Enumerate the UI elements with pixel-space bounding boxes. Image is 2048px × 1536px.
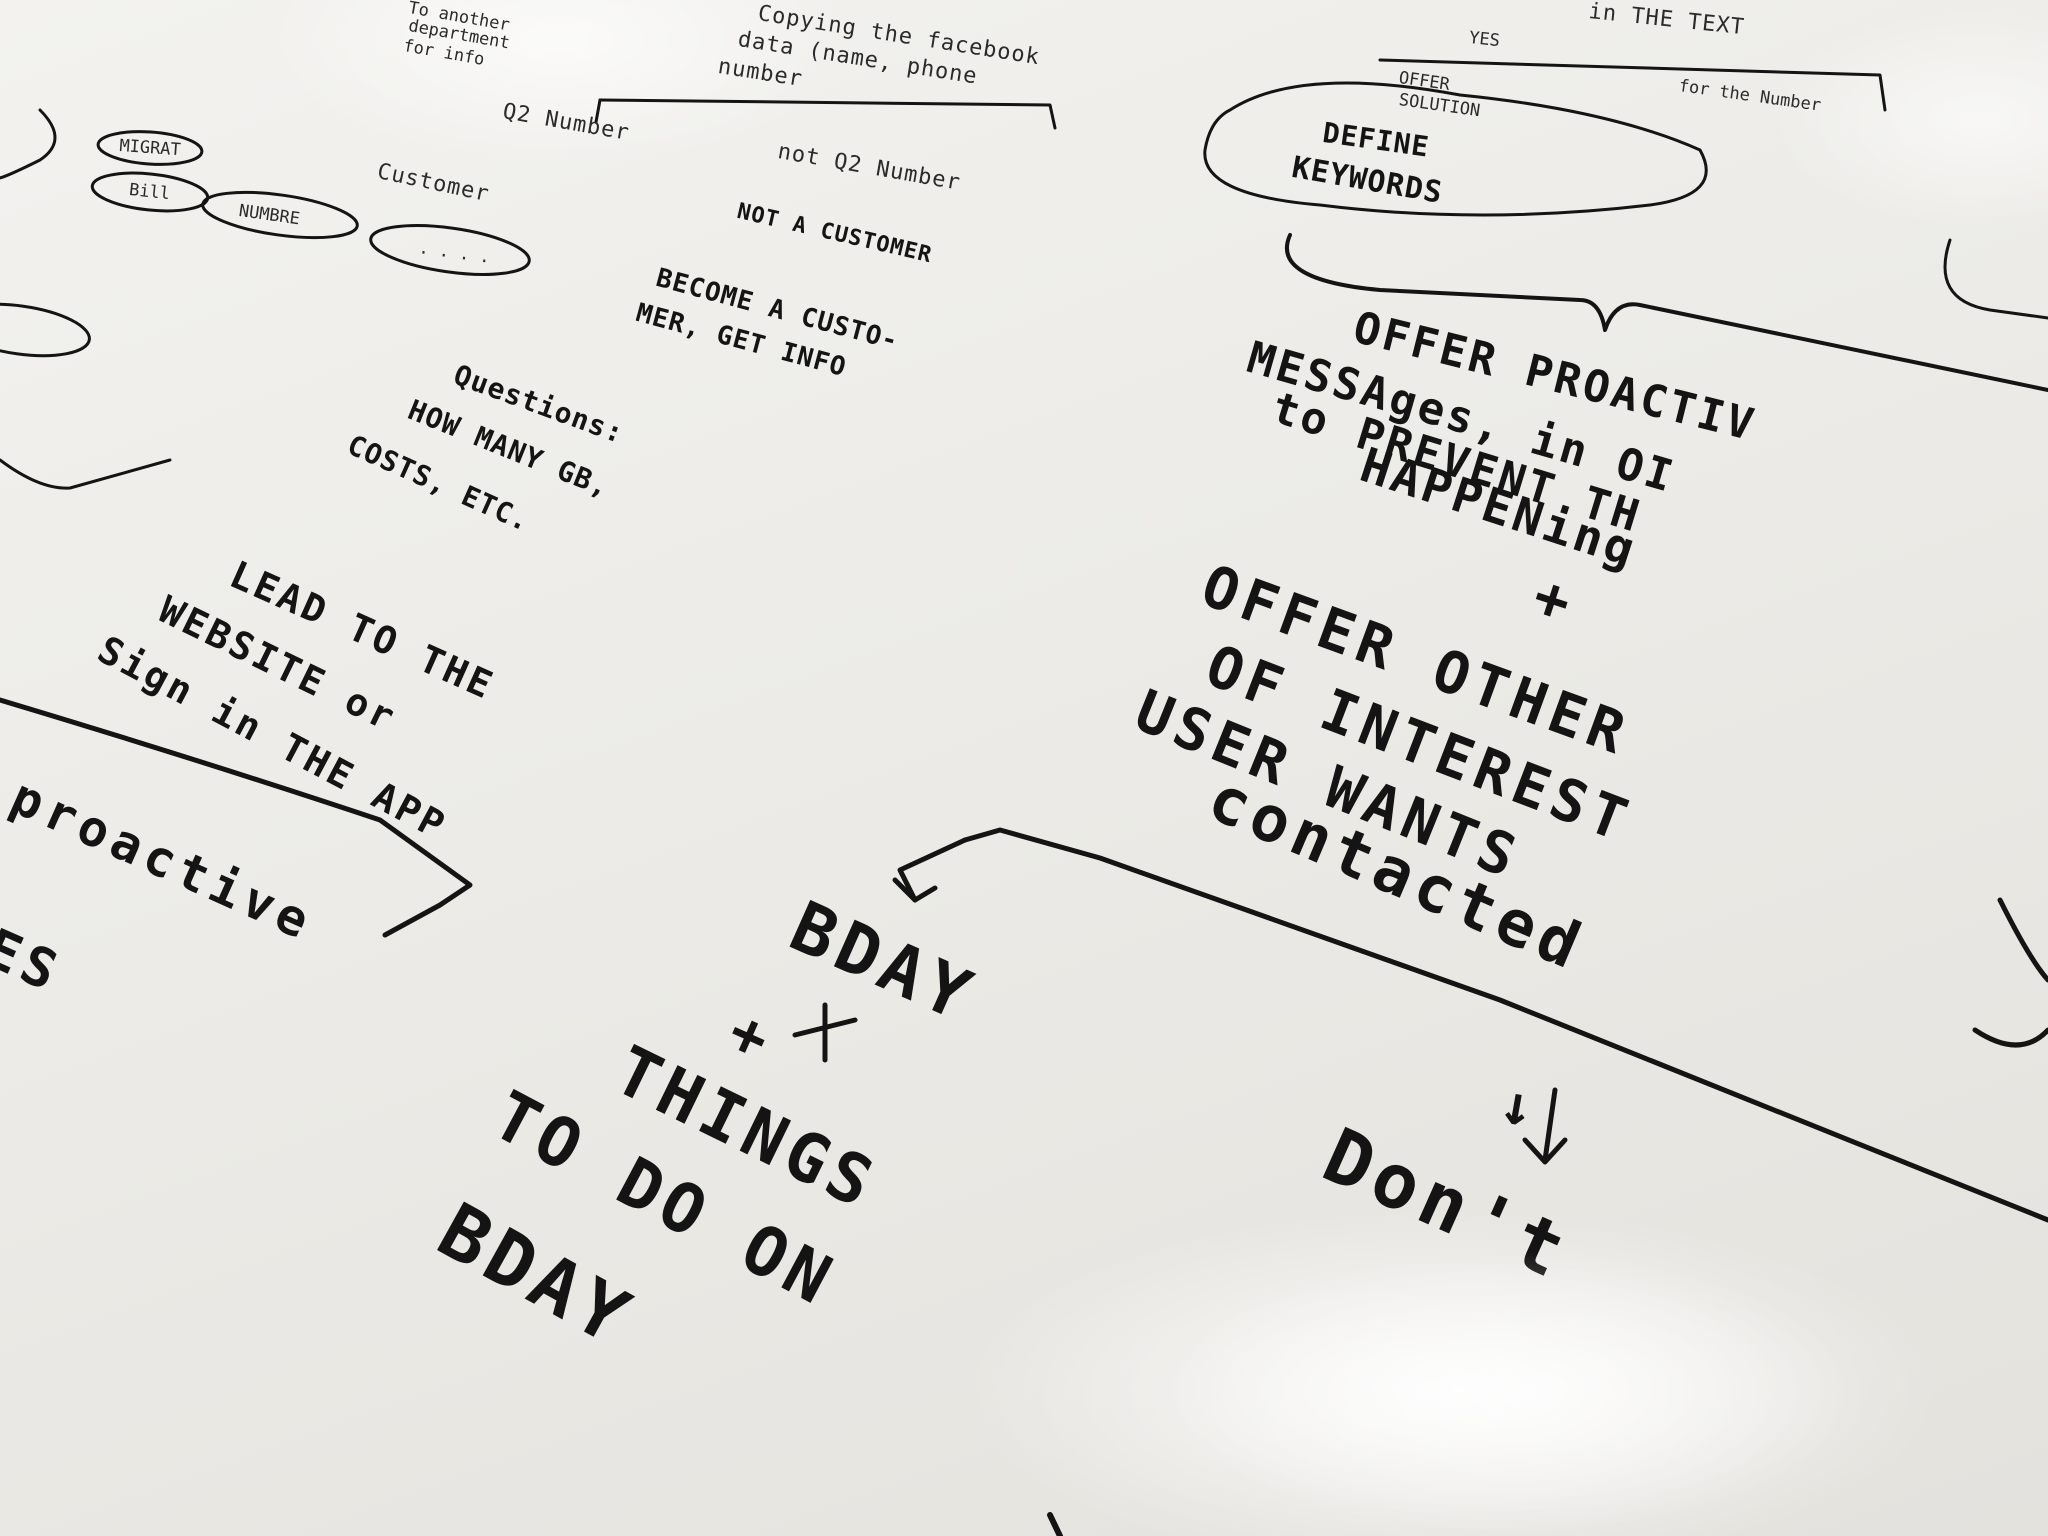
note-top-right-yes: YES [1468, 28, 1501, 52]
